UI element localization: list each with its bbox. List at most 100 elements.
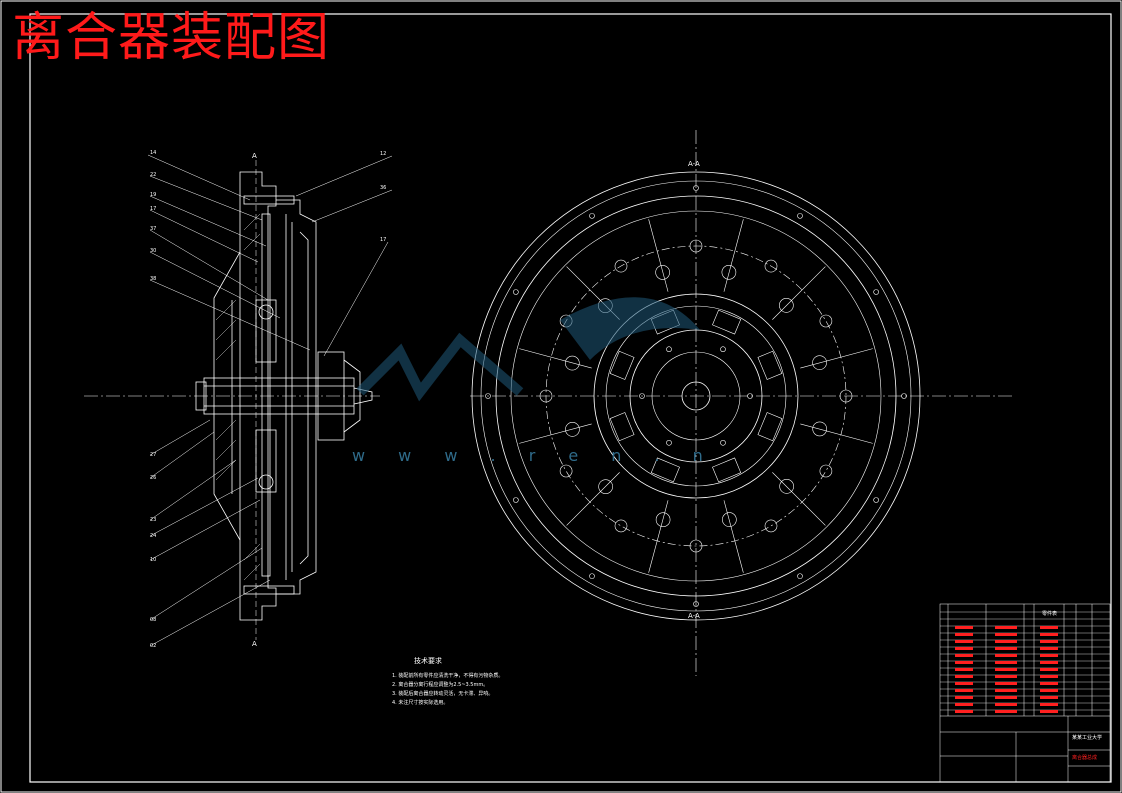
svg-text:38: 38 [150,276,156,282]
rim-bolt [797,213,803,219]
svg-text:26: 26 [150,475,156,481]
mounting-hole [559,464,573,478]
hub-rivet [666,346,672,353]
pressure-spring-circle [722,512,737,527]
spoke-line [648,219,669,292]
cover-outer [495,195,897,597]
friction-disc [261,213,271,577]
rim-bolt [901,393,907,399]
svg-text:02: 02 [150,643,156,649]
requirement-line-3: 3. 装配后离合器应转动灵活，无卡滞、异响。 [392,691,494,697]
title-block-red-entry [995,654,1017,657]
title-block-red-entry [1040,682,1058,685]
title-block-red-entry [1040,640,1058,643]
pressure-spring-circle [565,355,580,371]
damper-ring-outer [593,293,799,499]
hub-disc [629,329,763,463]
hub-lower [255,429,277,493]
spoke-line [566,472,620,526]
title-block-red-entry [995,703,1017,706]
rim-bolt [589,213,595,219]
hub-rivet [720,439,726,446]
drawing-title: 离合器装配图 [12,8,331,68]
svg-text:08: 08 [150,617,156,623]
svg-text:24: 24 [150,533,156,539]
hub-rivet [720,346,726,353]
bolt-upper [243,195,295,205]
mounting-hole [689,539,703,553]
svg-text:17: 17 [150,206,156,212]
release-sleeve [343,359,361,433]
technical-requirements: 技术要求 1. 装配前所有零件应清洗干净，不得有污物杂质。 2. 离合器分离行程… [392,656,503,708]
watermark-url: w w w . r e n . n [352,446,717,465]
svg-text:22: 22 [150,172,156,178]
rim-bolt [693,185,699,191]
rim-bolt [513,289,519,295]
spoke-line [519,348,592,369]
title-block-red-entry [955,696,973,699]
input-shaft [203,377,355,415]
title-block-red-entry [955,675,973,678]
spoke-line [800,348,873,369]
title-block-red-entry [955,661,973,664]
requirement-line-1: 1. 装配前所有零件应清洗干净，不得有污物杂质。 [392,673,504,679]
inner-frame [29,13,1112,783]
svg-text:37: 37 [150,226,156,232]
shaft-end [195,381,207,411]
damper-spring-window [609,350,635,380]
section-mark-top: A [252,152,257,160]
title-block-red-entry [1040,689,1058,692]
title-block: 零件表 某某工业大学 离合器总成 [940,604,1110,782]
rim-bolt [589,573,595,579]
spoke-line [648,500,669,573]
damper-spring-window [757,350,783,380]
svg-text:12: 12 [380,151,386,157]
title-block-red-entry [995,633,1017,636]
cover-inner [510,210,882,582]
pressure-spring-circle [721,265,737,280]
mounting-hole [764,259,778,273]
clutch-end-view [471,171,921,621]
title-block-grid [939,603,1111,783]
clutch-cross-section [195,171,373,621]
svg-text:27: 27 [150,452,156,458]
title-block-red-entry [1040,710,1058,713]
mounting-hole [689,239,703,253]
title-block-red-entry [995,647,1017,650]
title-block-red-entry [955,682,973,685]
damper-spring-window [757,412,783,442]
pressure-spring-circle [565,422,580,437]
title-block-red-entries [955,626,1058,713]
clutch-cover [276,199,317,595]
title-block-red-entry [955,640,973,643]
title-block-red-entry [995,661,1017,664]
title-block-red-entry [1040,661,1058,664]
hub-core [651,351,741,441]
rim-bolt [485,393,491,399]
rim-bolt [513,497,519,503]
mounting-hole [614,259,628,273]
pressure-spring-circle [812,355,827,370]
svg-text:14: 14 [150,150,156,156]
technical-requirements-heading: 技术要求 [414,657,442,665]
release-bearing [317,351,345,441]
view-label-aa-bottom: A-A [688,612,700,620]
title-block-red-entry [955,647,973,650]
spoke-line [772,266,826,320]
title-block-red-entry [1040,703,1058,706]
title-block-red-entry [995,696,1017,699]
title-block-red-entry [1040,626,1058,629]
title-block-red-entry [1040,633,1058,636]
svg-text:19: 19 [150,192,156,198]
title-block-school: 某某工业大学 [1072,735,1103,741]
mounting-hole [539,389,553,403]
damper-ring-inner [605,305,787,487]
title-block-red-entry [995,640,1017,643]
hub-rivet [747,393,753,399]
damper-spring-window [712,309,742,335]
rim-bolt [797,573,803,579]
pressure-spring-circle [598,479,613,494]
